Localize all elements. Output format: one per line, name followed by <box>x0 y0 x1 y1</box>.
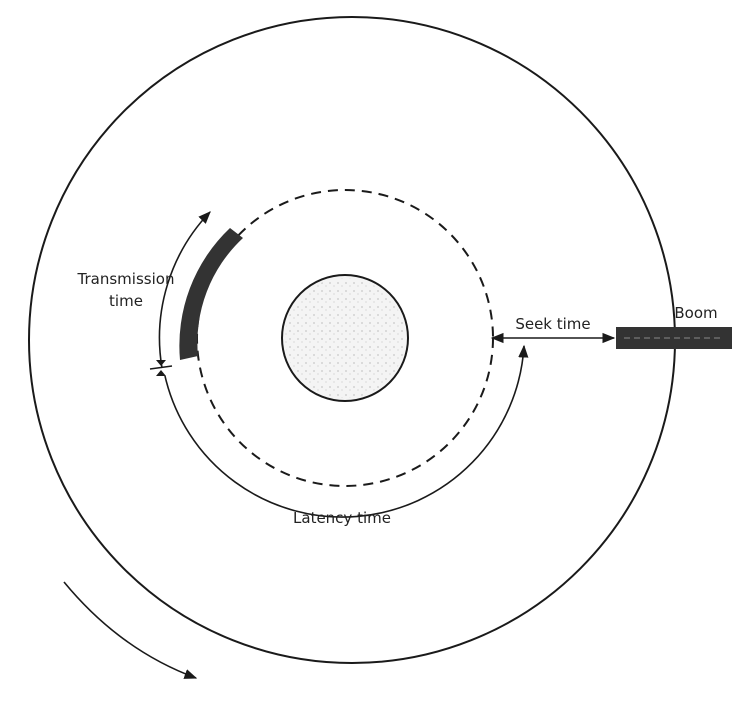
rotation-direction-arrow <box>63 581 198 679</box>
seek-time-label: Seek time <box>515 315 590 333</box>
boom-label: Boom <box>674 304 717 322</box>
transmission-label-line2: time <box>109 292 143 310</box>
latency-arc <box>164 344 529 518</box>
transmission-end-tick <box>149 365 173 370</box>
transmission-label-line1: Transmission <box>77 270 175 288</box>
transmission-arc <box>158 211 211 369</box>
transmission-end-mark <box>156 360 166 376</box>
data-block <box>179 228 243 360</box>
center-hub-texture <box>285 278 405 398</box>
latency-time-label: Latency time <box>293 509 391 527</box>
